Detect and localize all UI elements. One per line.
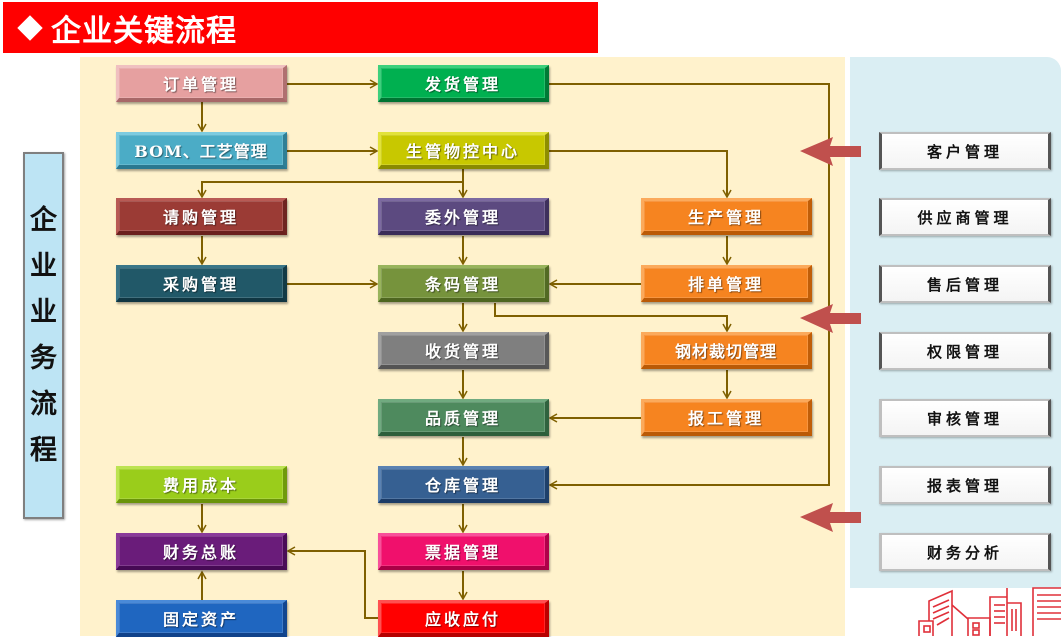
side-label-char: 务 xyxy=(30,342,57,374)
box-label: 收货管理 xyxy=(424,342,501,361)
box-label: 仓库管理 xyxy=(424,476,501,495)
module-label: 售后管理 xyxy=(926,275,1003,294)
flow-box-shipping[interactable]: 发货管理 xyxy=(378,65,549,102)
flow-box-barcode[interactable]: 条码管理 xyxy=(378,265,549,302)
box-label: 钢材裁切管理 xyxy=(674,342,777,361)
box-label: 发货管理 xyxy=(424,75,501,94)
box-label: 报工管理 xyxy=(687,409,764,428)
module-label: 权限管理 xyxy=(926,342,1003,361)
module-label: 审核管理 xyxy=(926,409,1003,428)
flow-box-receiving[interactable]: 收货管理 xyxy=(378,332,549,369)
side-label-char: 程 xyxy=(30,434,57,466)
module-permissions[interactable]: 权限管理 xyxy=(879,332,1051,370)
flow-box-requisition[interactable]: 请购管理 xyxy=(116,198,287,235)
side-label-enterprise-business-flow: 企 业 业 务 流 程 xyxy=(23,152,64,519)
module-label: 报表管理 xyxy=(926,476,1003,495)
flow-box-steel-cutting[interactable]: 钢材裁切管理 xyxy=(641,332,812,369)
module-label: 财务分析 xyxy=(926,543,1003,562)
flow-box-bom-process[interactable]: BOM、工艺管理 xyxy=(116,132,287,169)
box-label: 条码管理 xyxy=(424,275,501,294)
box-label: 订单管理 xyxy=(162,75,239,94)
flow-box-bills[interactable]: 票据管理 xyxy=(378,533,549,570)
box-label: 财务总账 xyxy=(162,543,239,562)
flow-box-warehouse[interactable]: 仓库管理 xyxy=(378,466,549,503)
side-label-char: 业 xyxy=(30,250,57,282)
box-label: 委外管理 xyxy=(424,208,501,227)
flow-box-order-management[interactable]: 订单管理 xyxy=(116,65,287,102)
box-label: 请购管理 xyxy=(162,208,239,227)
box-label: 应收应付 xyxy=(424,610,501,629)
box-label: 固定资产 xyxy=(162,610,239,629)
module-inflow-arrows xyxy=(800,137,861,532)
flow-box-quality[interactable]: 品质管理 xyxy=(378,399,549,436)
module-after-sales[interactable]: 售后管理 xyxy=(879,265,1051,303)
side-label-char: 流 xyxy=(30,388,57,420)
side-label-char: 企 xyxy=(30,204,57,236)
module-audit[interactable]: 审核管理 xyxy=(879,399,1051,437)
page-title: 企业关键流程 xyxy=(51,13,237,49)
box-label: 生管物控中心 xyxy=(405,142,520,161)
flow-box-scheduling[interactable]: 排单管理 xyxy=(641,265,812,302)
box-label: 品质管理 xyxy=(424,409,501,428)
side-label-char: 业 xyxy=(30,296,57,328)
box-label: BOM、工艺管理 xyxy=(134,142,268,161)
module-customer-management[interactable]: 客户管理 xyxy=(879,132,1051,170)
module-supplier-management[interactable]: 供应商管理 xyxy=(879,198,1051,236)
flow-box-outsourcing[interactable]: 委外管理 xyxy=(378,198,549,235)
box-label: 票据管理 xyxy=(424,543,501,562)
module-financial-analysis[interactable]: 财务分析 xyxy=(879,533,1051,571)
flow-box-general-ledger[interactable]: 财务总账 xyxy=(116,533,287,570)
city-buildings-icon xyxy=(918,587,1061,636)
flow-box-receivables-payables[interactable]: 应收应付 xyxy=(378,600,549,637)
flow-box-purchase[interactable]: 采购管理 xyxy=(116,265,287,302)
section-header: 企业关键流程 xyxy=(3,2,598,53)
module-label: 客户管理 xyxy=(926,142,1003,161)
flow-box-fixed-assets[interactable]: 固定资产 xyxy=(116,600,287,637)
box-label: 排单管理 xyxy=(687,275,764,294)
flow-box-production-material-control[interactable]: 生管物控中心 xyxy=(378,132,549,169)
box-label: 采购管理 xyxy=(162,275,239,294)
box-label: 生产管理 xyxy=(687,208,764,227)
module-label: 供应商管理 xyxy=(917,208,1013,227)
box-label: 费用成本 xyxy=(162,476,239,495)
flow-box-work-report[interactable]: 报工管理 xyxy=(641,399,812,436)
module-reports[interactable]: 报表管理 xyxy=(879,466,1051,504)
flow-box-production[interactable]: 生产管理 xyxy=(641,198,812,235)
flow-box-expense-cost[interactable]: 费用成本 xyxy=(116,466,287,503)
